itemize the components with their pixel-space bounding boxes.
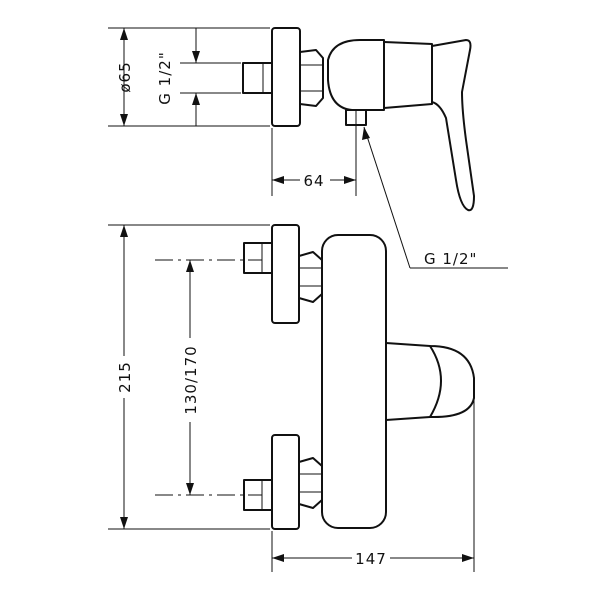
- front-view: [243, 224, 475, 530]
- front-lever-face: [429, 345, 442, 418]
- dimension-thread-top: G 1/2": [156, 28, 241, 126]
- depth-label: 147: [355, 550, 387, 568]
- center-lines: [155, 259, 262, 496]
- front-body: [321, 234, 387, 529]
- front-upper-stub: [243, 242, 273, 274]
- top-view: [242, 27, 475, 212]
- top-hex-nut: [299, 49, 324, 107]
- front-lever-block: [385, 342, 475, 421]
- thread-top-label: G 1/2": [156, 51, 174, 104]
- dimension-diameter: ø65: [108, 27, 270, 127]
- diameter-label: ø65: [116, 61, 134, 92]
- front-lower-plate: [271, 434, 300, 530]
- centers-label: 130/170: [182, 345, 200, 414]
- front-lower-nut: [298, 457, 323, 509]
- dimension-height: 215: [108, 224, 270, 530]
- top-body-neck: [383, 41, 433, 109]
- top-wall-plate: [271, 27, 301, 127]
- top-pipe-stub: [242, 62, 273, 94]
- thread-outlet-label: G 1/2": [424, 250, 477, 268]
- front-upper-nut: [298, 251, 323, 303]
- dimension-thread-outlet: G 1/2": [362, 126, 508, 269]
- offset-label: 64: [303, 172, 324, 190]
- dimension-depth: 147: [271, 400, 475, 572]
- dimension-centers: 130/170: [182, 260, 200, 495]
- dimension-offset: 64: [271, 126, 357, 196]
- height-label: 215: [116, 361, 134, 393]
- top-lever: [431, 39, 475, 212]
- top-body: [327, 39, 385, 111]
- front-lower-stub: [243, 479, 273, 511]
- front-upper-plate: [271, 224, 300, 324]
